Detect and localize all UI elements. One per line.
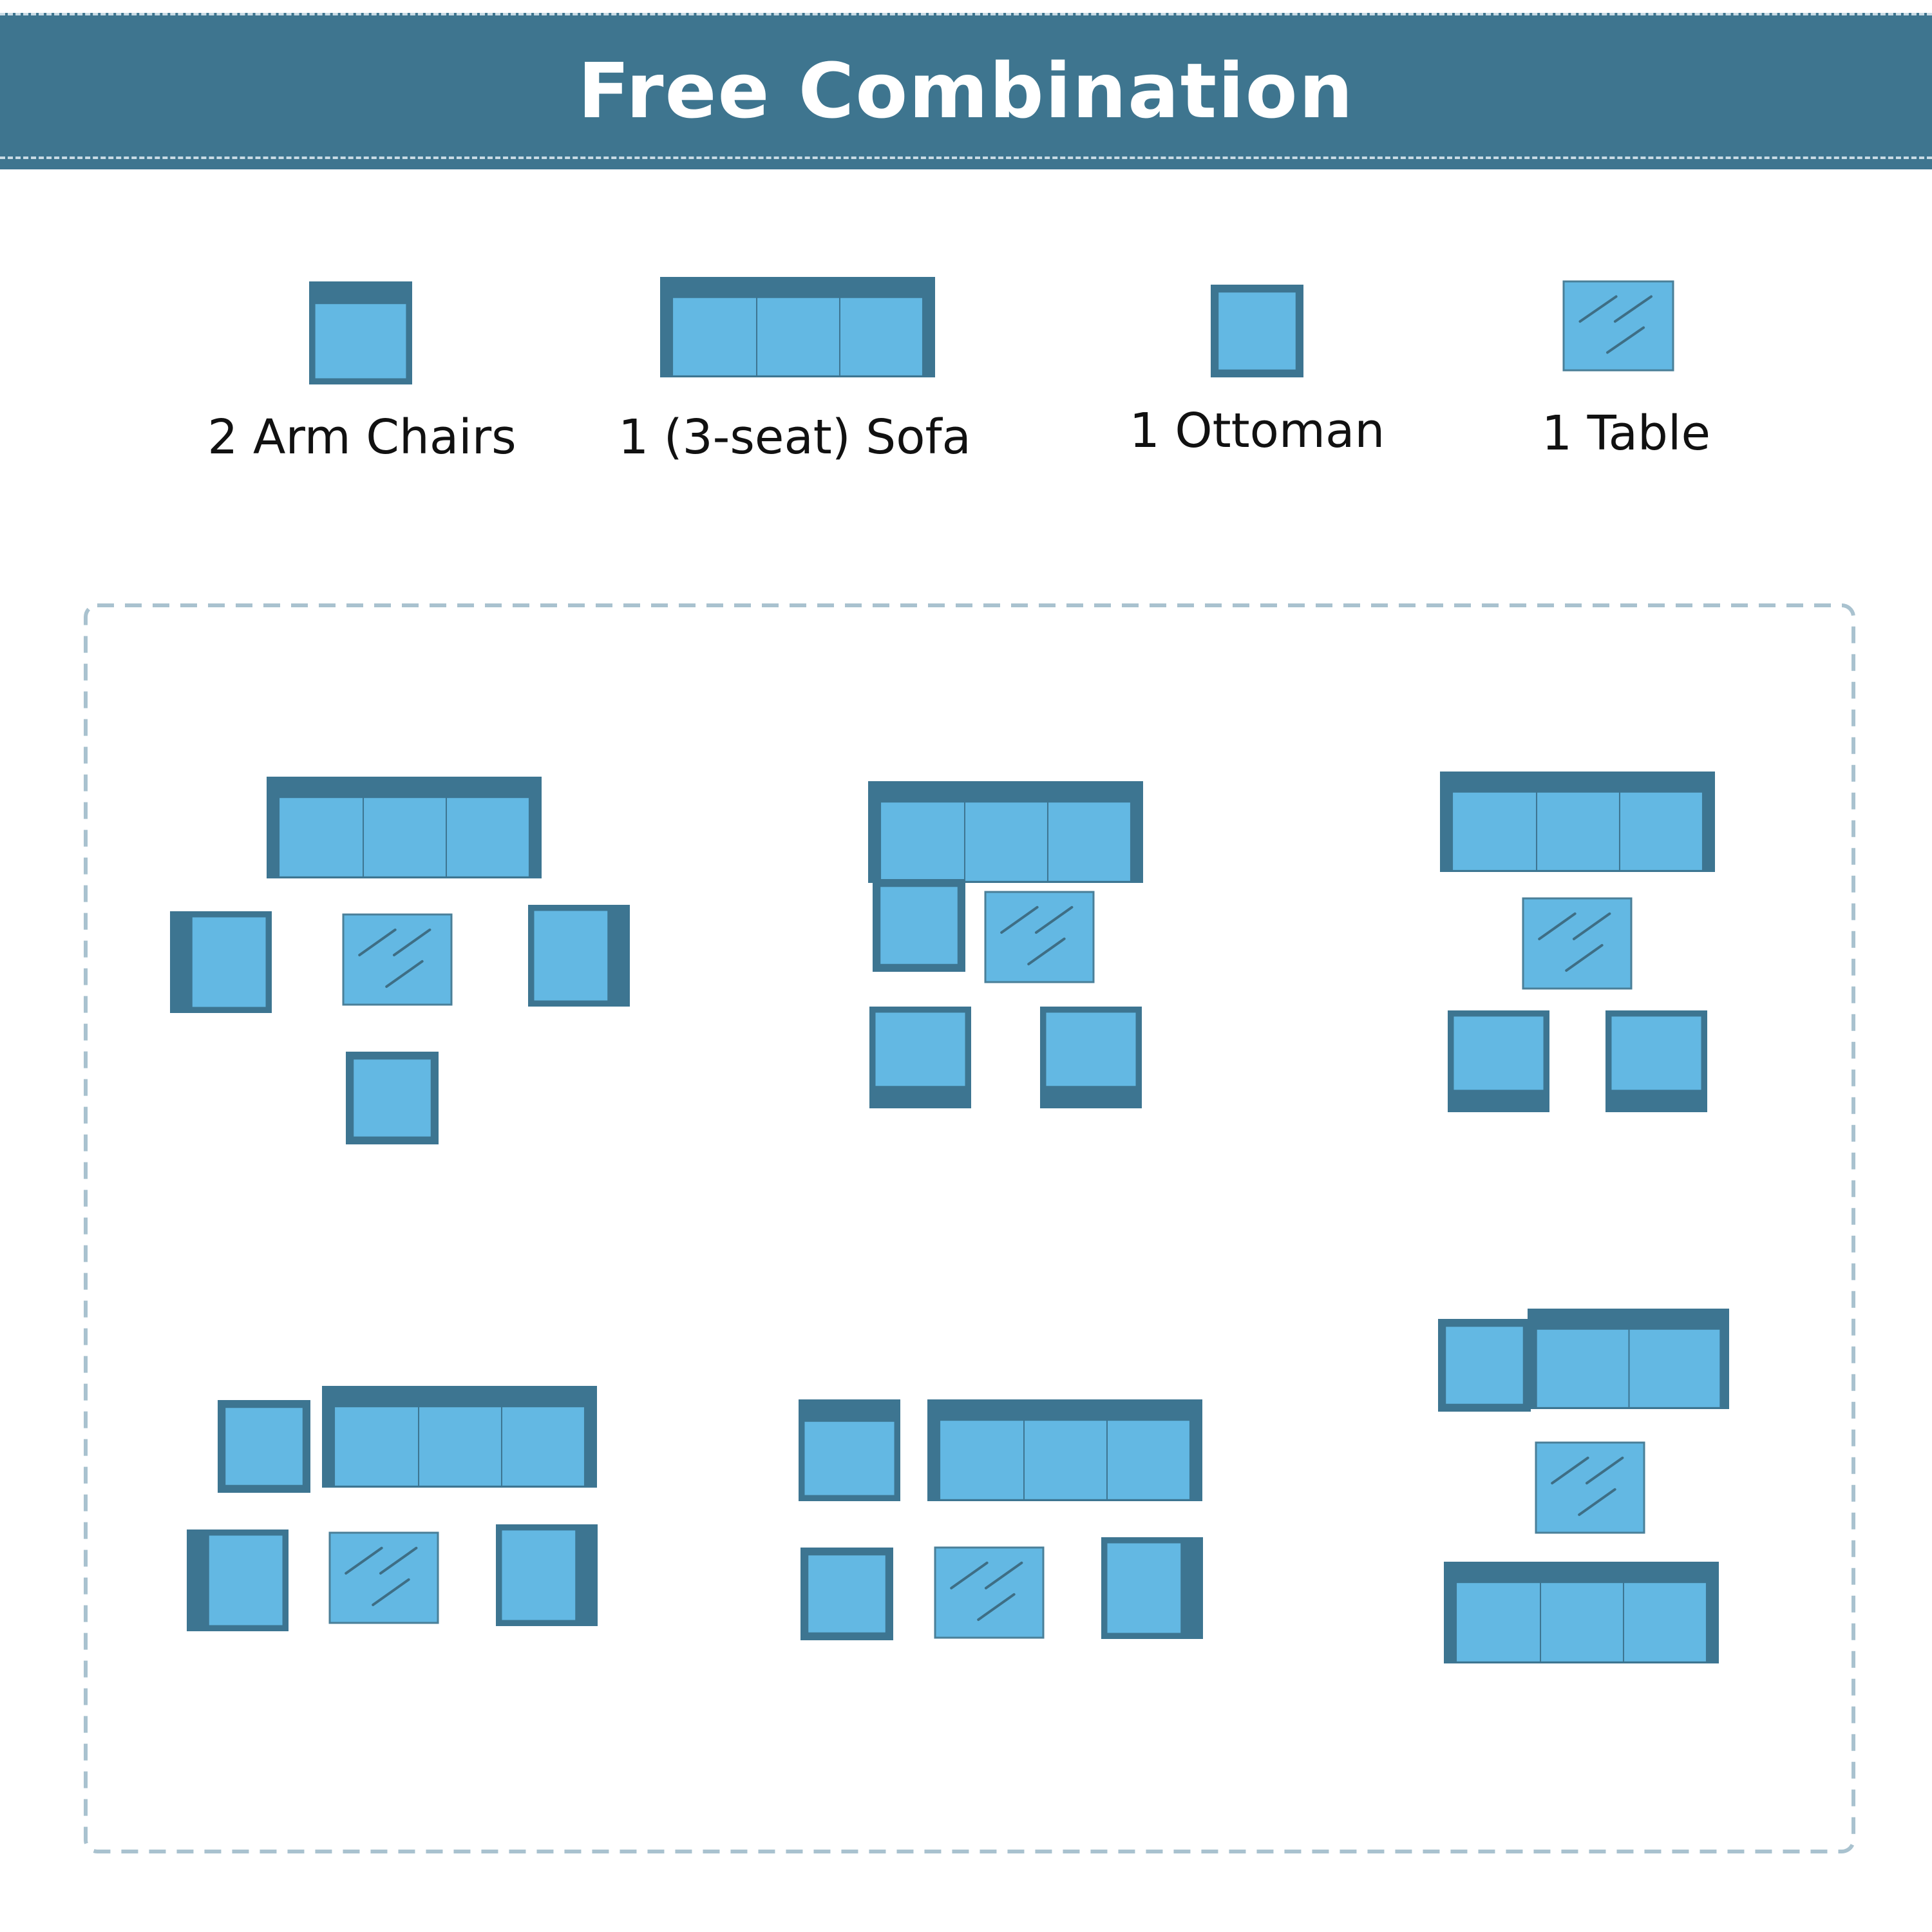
sofa-seat	[1025, 1421, 1106, 1499]
glass-hatch-mark	[950, 1561, 989, 1589]
legend-label-table: 1 Table	[1542, 406, 1710, 461]
legend-label-ottoman: 1 Ottoman	[1129, 403, 1385, 459]
ottoman	[873, 879, 965, 972]
sofa-seat	[881, 802, 965, 881]
sofa	[1444, 1562, 1719, 1663]
ottoman	[1438, 1319, 1531, 1412]
glass-hatch-mark	[358, 928, 397, 956]
sofa-seat	[1620, 792, 1702, 870]
arm-chair	[1605, 1010, 1707, 1112]
ottoman	[1211, 285, 1303, 377]
sofa-seat	[1624, 1583, 1706, 1662]
sofa-seat	[279, 798, 363, 876]
glass-hatch-mark	[1538, 912, 1577, 940]
table	[1535, 1441, 1645, 1534]
sofa-seat	[446, 798, 529, 876]
combination-5	[799, 1399, 1203, 1640]
glass-hatch-mark	[1034, 905, 1074, 934]
table	[342, 913, 453, 1006]
sofa-seat	[335, 1407, 419, 1486]
sofa-seat	[840, 298, 922, 375]
combination-2	[868, 781, 1143, 1108]
sofa-seat	[1453, 792, 1537, 870]
ottoman	[218, 1400, 310, 1493]
arm-chair	[496, 1524, 598, 1626]
arm-chair	[309, 281, 412, 384]
glass-hatch-mark	[1565, 943, 1604, 972]
sofa-seat	[502, 1407, 584, 1486]
sofa	[868, 781, 1143, 883]
glass-hatch-mark	[984, 1561, 1023, 1589]
sofa-seat	[1048, 802, 1130, 881]
arm-chair	[1448, 1010, 1549, 1112]
table	[328, 1531, 439, 1624]
arm-chair	[187, 1530, 289, 1631]
combinations-dashed-border	[84, 603, 1855, 1853]
glass-hatch-mark	[1551, 1456, 1589, 1484]
table	[934, 1546, 1045, 1639]
combination-4	[187, 1386, 598, 1631]
arm-chair	[528, 905, 630, 1007]
glass-hatch-mark	[379, 1546, 418, 1575]
sofa-seat	[1457, 1583, 1540, 1662]
arm-chair	[170, 911, 272, 1013]
glass-hatch-mark	[977, 1593, 1016, 1621]
sofa-seat	[1541, 1583, 1623, 1662]
legend-icons	[309, 277, 1674, 384]
sofa	[1440, 772, 1715, 872]
sofa-seat	[364, 798, 446, 876]
arm-chair	[799, 1399, 900, 1501]
glass-hatch-mark	[1606, 326, 1645, 354]
legend-label-sofa: 1 (3-seat) Sofa	[618, 410, 971, 465]
sofa-seat	[757, 298, 839, 375]
sofa	[1528, 1309, 1729, 1409]
table	[1562, 280, 1674, 372]
sofa	[322, 1386, 597, 1488]
ottoman	[346, 1052, 439, 1144]
glass-hatch-mark	[1572, 912, 1611, 940]
glass-hatch-mark	[345, 1546, 383, 1575]
sofa-seat	[673, 298, 757, 375]
combination-1	[170, 777, 630, 1144]
glass-hatch-mark	[1578, 1488, 1616, 1516]
glass-hatch-mark	[385, 960, 424, 988]
page-title: Free Combination	[578, 46, 1354, 135]
combinations	[170, 772, 1729, 1663]
combination-6	[1438, 1309, 1729, 1663]
sofa-seat	[940, 1421, 1024, 1499]
glass-hatch-mark	[392, 928, 431, 956]
glass-hatch-mark	[372, 1578, 410, 1606]
glass-hatch-mark	[1613, 295, 1653, 323]
sofa-seat	[419, 1407, 501, 1486]
arm-chair	[1101, 1537, 1203, 1639]
sofa	[660, 277, 935, 377]
arm-chair	[1040, 1007, 1142, 1108]
legend-label-arm-chairs: 2 Arm Chairs	[207, 410, 516, 465]
table	[984, 891, 1095, 983]
glass-hatch-mark	[1027, 937, 1066, 965]
sofa-seat	[1107, 1421, 1189, 1499]
banner-bottom-dashed-line	[0, 156, 1932, 159]
combination-3	[1440, 772, 1715, 1112]
sofa-seat	[1537, 1329, 1629, 1407]
sofa-seat	[965, 802, 1047, 881]
sofa-seat	[1629, 1329, 1720, 1407]
ottoman	[800, 1548, 893, 1640]
banner-top-dashed-line	[0, 13, 1932, 15]
sofa	[927, 1399, 1202, 1501]
table	[1522, 897, 1633, 990]
sofa-seat	[1537, 792, 1619, 870]
glass-hatch-mark	[1000, 905, 1039, 934]
glass-hatch-mark	[1578, 295, 1618, 323]
glass-hatch-mark	[1585, 1456, 1624, 1484]
sofa	[267, 777, 542, 878]
arm-chair	[869, 1007, 971, 1108]
title-banner: Free Combination	[0, 13, 1932, 169]
